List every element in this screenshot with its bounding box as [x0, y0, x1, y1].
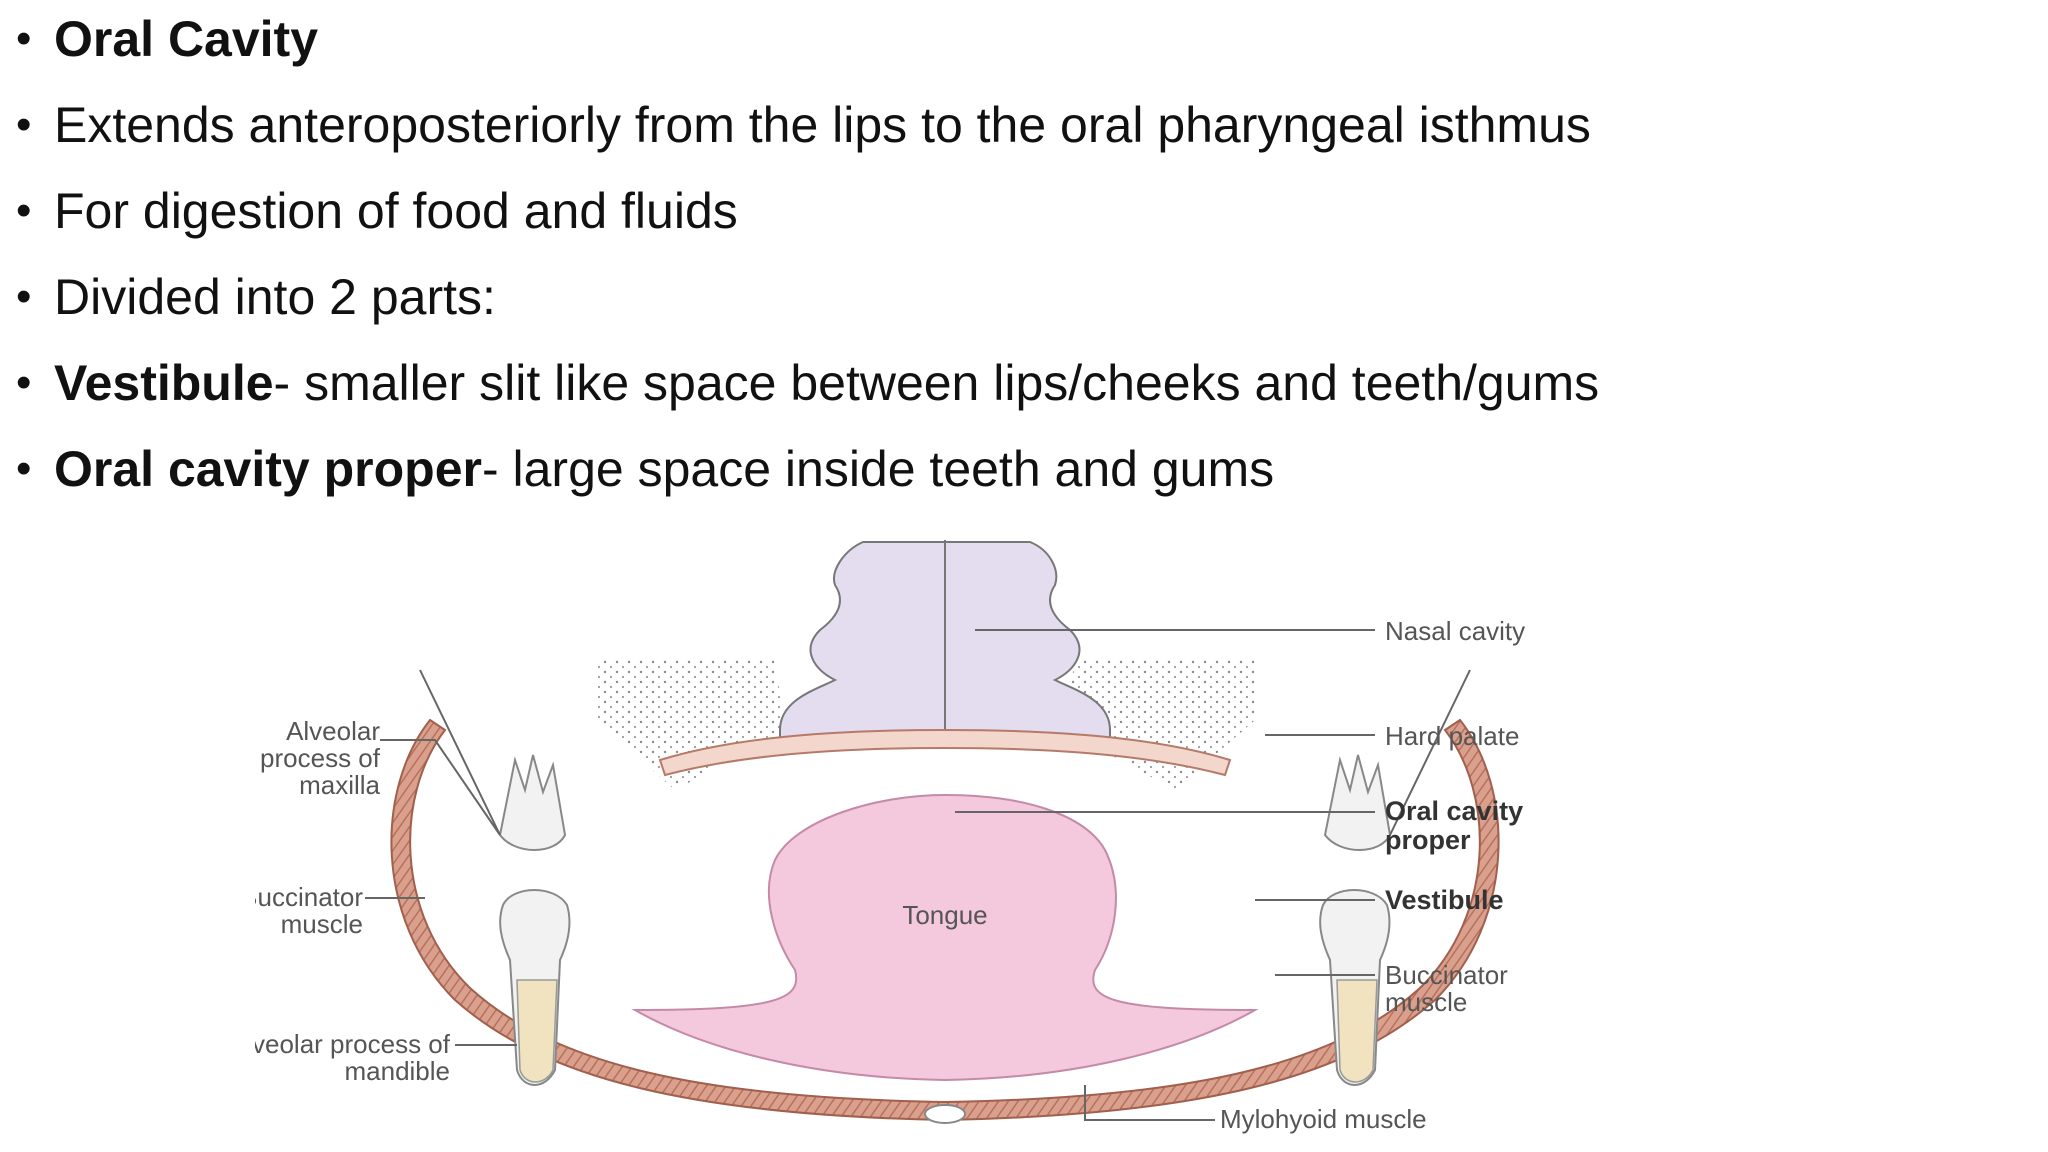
bullet-item: • Extends anteroposteriorly from the lips… — [14, 90, 1994, 176]
bullet-item: • Divided into 2 parts: — [14, 262, 1994, 348]
label-hard-palate: Hard palate — [1385, 721, 1519, 751]
upper-tooth-right — [1323, 754, 1392, 851]
leader-maxilla-line-right — [1389, 669, 1471, 836]
bullet-dot: • — [16, 186, 32, 235]
maxilla-bone-left — [595, 658, 785, 790]
bullet-item: • Oral cavity proper- large space inside … — [14, 434, 1994, 520]
tongue-shape — [631, 793, 1259, 1082]
label-vestibule: Vestibule — [1385, 885, 1504, 915]
label-buccinator-left-1: Buccinator — [255, 882, 363, 912]
bullet-item: • Vestibule- smaller slit like space betw… — [14, 348, 1994, 434]
bullet-text: For digestion of food and fluids — [54, 183, 738, 239]
bullet-text: - large space inside teeth and gums — [481, 441, 1275, 497]
bullet-dot: • — [16, 14, 32, 63]
bullet-text: Extends anteroposteriorly from the lips … — [54, 97, 1591, 153]
bullet-dot: • — [16, 358, 32, 407]
label-nasal-cavity: Nasal cavity — [1385, 616, 1525, 646]
leader-alveolar-maxilla — [380, 739, 501, 836]
lower-tooth-left — [499, 889, 571, 1086]
buccinator-ring — [390, 718, 1500, 1122]
bullet-item: • Oral Cavity — [14, 4, 1994, 90]
bullet-item: • For digestion of food and fluids — [14, 176, 1994, 262]
label-buccinator-left-2: muscle — [281, 909, 363, 939]
label-mylohyoid: Mylohyoid muscle — [1220, 1104, 1427, 1134]
label-buccinator-right-2: muscle — [1385, 987, 1467, 1017]
tongue-label: Tongue — [902, 900, 987, 930]
bullet-bold: Oral Cavity — [54, 11, 319, 67]
label-alveolar-maxilla-2: process of — [260, 743, 381, 773]
bullet-dot: • — [16, 100, 32, 149]
bullet-text: - smaller slit like space between lips/c… — [273, 355, 1600, 411]
label-buccinator-right-1: Buccinator — [1385, 960, 1508, 990]
label-oral-cavity-proper-1: Oral cavity — [1385, 796, 1523, 826]
label-alveolar-maxilla-3: maxilla — [299, 770, 380, 800]
label-alveolar-mandible-1: Alveolar process of — [255, 1029, 451, 1059]
hard-palate — [658, 728, 1232, 777]
lower-tooth-right — [1319, 889, 1391, 1086]
bullet-bold: Oral cavity proper — [54, 441, 482, 497]
midline-raphe — [924, 1104, 966, 1124]
bullet-text: Divided into 2 parts: — [54, 269, 496, 325]
bullet-bold: Vestibule — [54, 355, 274, 411]
bullet-dot: • — [16, 444, 32, 493]
oral-cavity-diagram: Tongue Nasal cavity Hard palate Oral cav… — [255, 540, 1525, 1134]
bullet-list: • Oral Cavity • Extends anteroposteriorly … — [14, 4, 1994, 520]
leader-mylohyoid — [1084, 1085, 1215, 1121]
label-oral-cavity-proper-2: proper — [1385, 825, 1471, 855]
upper-tooth-left — [498, 754, 567, 851]
label-alveolar-maxilla-1: Alveolar — [286, 716, 380, 746]
leader-maxilla-line-left — [419, 669, 501, 836]
bullet-dot: • — [16, 272, 32, 321]
label-alveolar-mandible-2: mandible — [344, 1056, 450, 1086]
